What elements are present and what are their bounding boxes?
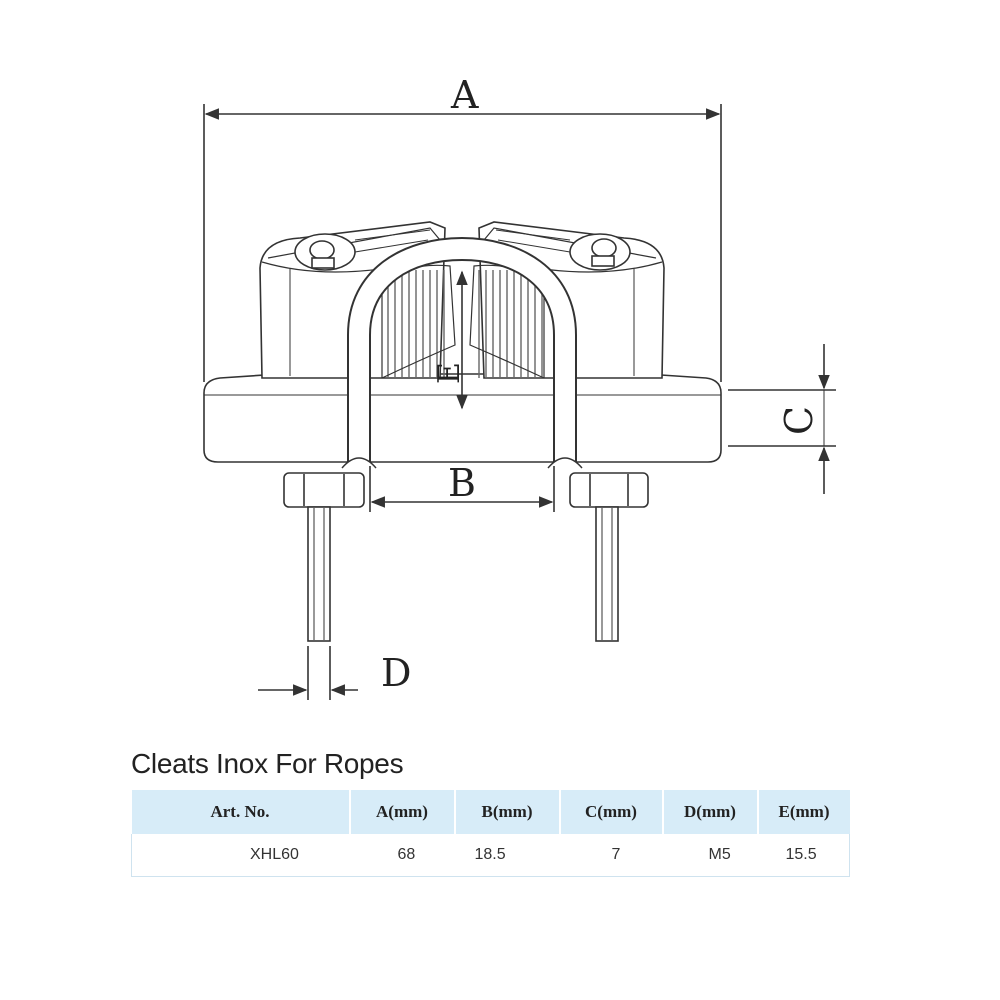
- right-cam-bolt: [495, 229, 631, 271]
- header-e-mm: E(mm): [757, 790, 850, 834]
- dimension-d: [258, 646, 358, 700]
- cleat-base: [203, 373, 722, 463]
- cell-d: M5: [662, 834, 758, 877]
- cell-art-no: XHL60: [131, 834, 350, 877]
- dimension-c: [728, 344, 836, 494]
- header-b-mm: B(mm): [454, 790, 561, 834]
- right-threaded-rod: [595, 506, 619, 642]
- cleat-technical-drawing: A B C D E: [203, 73, 836, 700]
- left-threaded-rod: [307, 506, 331, 642]
- label-b: B: [448, 461, 476, 505]
- cell-b: 18.5: [454, 834, 560, 877]
- label-a: A: [450, 73, 479, 117]
- spec-table: Art. No. A(mm) B(mm) C(mm) D(mm) E(mm) X…: [131, 790, 850, 877]
- cam-teeth: [381, 264, 545, 379]
- cell-e: 15.5: [757, 834, 850, 877]
- label-e: E: [432, 362, 467, 384]
- left-cam-bolt: [294, 229, 431, 271]
- cell-c: 7: [559, 834, 663, 877]
- product-title: Cleats Inox For Ropes: [131, 748, 404, 779]
- dimension-a: [203, 104, 722, 382]
- header-art-no: Art. No.: [131, 790, 351, 834]
- table-row: XHL60 68 18.5 7 M5 15.5: [131, 834, 850, 877]
- spec-table-header: Art. No. A(mm) B(mm) C(mm) D(mm) E(mm): [131, 790, 850, 834]
- header-d-mm: D(mm): [662, 790, 759, 834]
- dimension-b: [369, 466, 555, 512]
- cell-a: 68: [349, 834, 455, 877]
- label-d: D: [381, 651, 411, 695]
- header-a-mm: A(mm): [349, 790, 456, 834]
- header-c-mm: C(mm): [559, 790, 664, 834]
- right-nut: [569, 472, 649, 508]
- label-c: C: [777, 406, 821, 435]
- left-nut: [283, 472, 365, 508]
